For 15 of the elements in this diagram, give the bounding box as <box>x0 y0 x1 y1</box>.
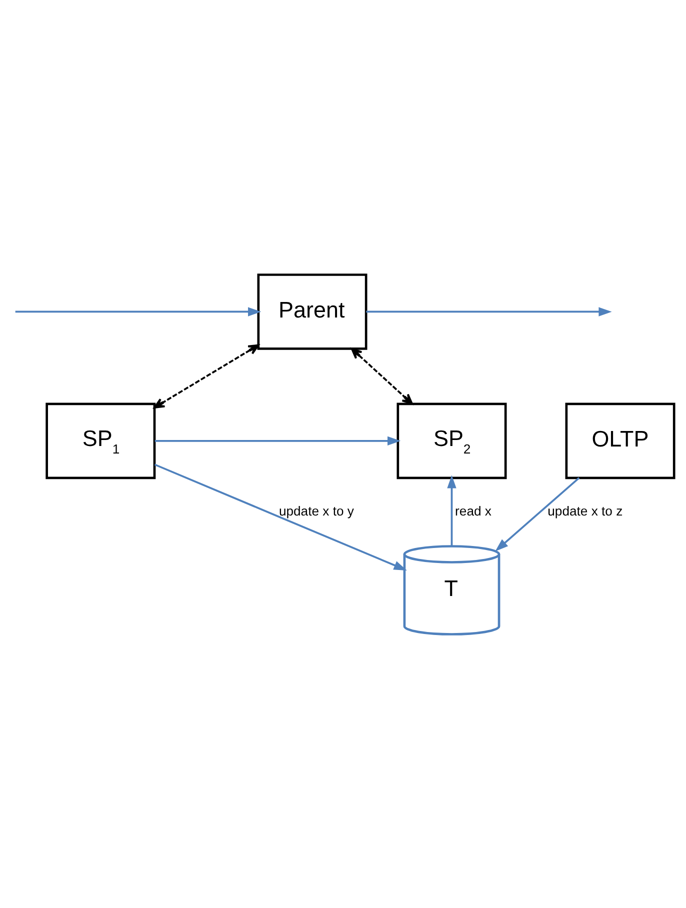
arrow <box>154 463 407 570</box>
arrow <box>350 347 413 404</box>
arrow <box>154 436 401 446</box>
arrow <box>366 306 612 316</box>
edge-label: update x to z <box>548 503 623 518</box>
arrow <box>495 476 580 551</box>
edge-label: update x to y <box>278 503 354 518</box>
node-box: OLTP <box>565 402 676 479</box>
arrow <box>15 306 262 316</box>
node-box: SP$_{1}$ <box>46 402 156 479</box>
node-box: SP$_{2}$ <box>396 402 507 479</box>
arrow <box>154 344 260 408</box>
arrow <box>447 474 456 546</box>
node-box: Parent <box>257 273 368 350</box>
edge-label: read x <box>455 503 492 518</box>
